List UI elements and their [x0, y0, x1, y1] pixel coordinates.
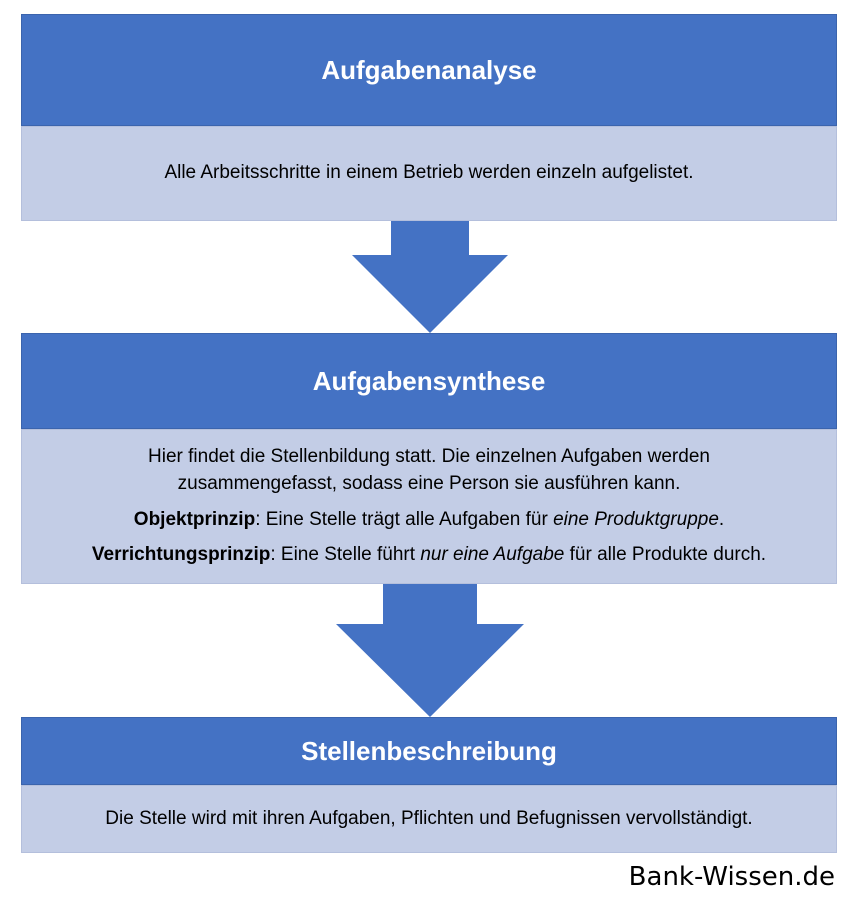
- step1-body: Alle Arbeitsschritte in einem Betrieb we…: [21, 126, 837, 221]
- verrichtungsprinzip-emphasis: nur eine Aufgabe: [420, 544, 565, 566]
- step3-title: Stellenbeschreibung: [301, 735, 557, 766]
- step1-header: Aufgabenanalyse: [21, 14, 837, 126]
- step1-text: Alle Arbeitsschritte in einem Betrieb we…: [164, 162, 694, 184]
- step3-body: Die Stelle wird mit ihren Aufgaben, Pfli…: [21, 785, 837, 853]
- objektprinzip-label: Objektprinzip: [133, 508, 256, 530]
- verrichtungsprinzip-line: Verrichtungsprinzip: Eine Stelle führt n…: [92, 542, 766, 569]
- objektprinzip-emphasis: eine Produktgruppe: [553, 508, 719, 530]
- brand-label: Bank-Wissen.de: [628, 862, 835, 892]
- verrichtungsprinzip-text-b: für alle Produkte durch.: [564, 544, 767, 566]
- down-arrow-1-shape: [352, 221, 508, 333]
- step1-title: Aufgabenanalyse: [321, 54, 537, 85]
- step3-text: Die Stelle wird mit ihren Aufgaben, Pfli…: [105, 807, 753, 829]
- step2-text-line2: zusammengefasst, sodass eine Person sie …: [177, 472, 681, 494]
- down-arrow-2-shape: [336, 584, 524, 717]
- step3-header: Stellenbeschreibung: [21, 717, 837, 785]
- down-arrow-2: [336, 584, 524, 717]
- objektprinzip-line: Objektprinzip: Eine Stelle trägt alle Au…: [134, 507, 724, 534]
- down-arrow-1: [352, 221, 508, 333]
- step2-text-line1: Hier findet die Stellenbildung statt. Di…: [148, 446, 710, 468]
- objektprinzip-text-b: .: [718, 508, 725, 530]
- objektprinzip-text-a: : Eine Stelle trägt alle Aufgaben für: [255, 508, 554, 530]
- step2-title: Aufgabensynthese: [312, 365, 546, 396]
- verrichtungsprinzip-label: Verrichtungsprinzip: [91, 544, 271, 566]
- step2-header: Aufgabensynthese: [21, 333, 837, 429]
- verrichtungsprinzip-text-a: : Eine Stelle führt: [270, 544, 421, 566]
- step2-body: Hier findet die Stellenbildung statt. Di…: [21, 429, 837, 584]
